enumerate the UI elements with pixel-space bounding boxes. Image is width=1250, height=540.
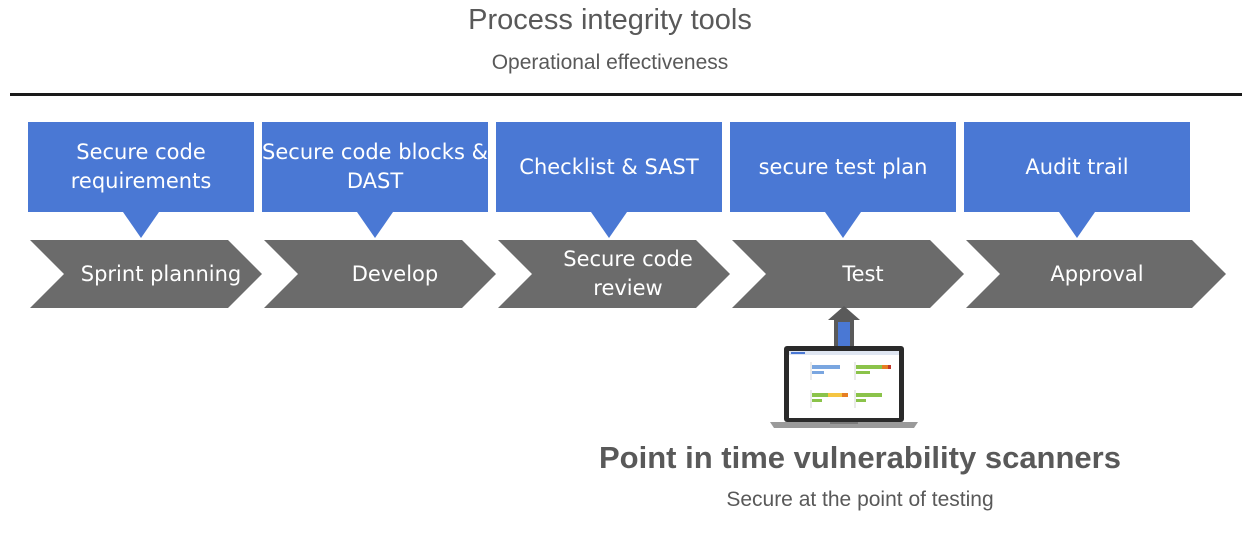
up-arrow-icon (828, 306, 860, 348)
diagram-title: Process integrity tools (468, 4, 752, 36)
diagram-subtitle: Operational effectiveness (491, 51, 729, 74)
chevron-stage-5 (966, 240, 1226, 308)
tool-box-1: Secure code requirements (28, 122, 254, 212)
laptop-icon (770, 346, 918, 428)
tool-box-5: Audit trail (964, 122, 1190, 212)
down-arrow-icon (825, 212, 861, 238)
down-arrow-icon (357, 212, 393, 238)
chevron-stage-4 (732, 240, 964, 308)
stage-label-2: Develop (351, 261, 439, 286)
tool-box-4: secure test plan (730, 122, 956, 212)
scanner-title: Point in time vulnerability scanners (599, 440, 1121, 475)
stage-label-4: Test (842, 261, 884, 286)
header-divider (10, 93, 1242, 96)
down-arrow-icon (123, 212, 159, 238)
scanner-subtitle: Secure at the point of testing (726, 488, 994, 511)
tool-box-3: Checklist & SAST (496, 122, 722, 212)
down-arrow-icon (591, 212, 627, 238)
chevron-stage-1 (30, 240, 262, 308)
tool-box-2: Secure code blocks & DAST (262, 122, 488, 212)
stage-label-1: Sprint planning (80, 261, 242, 286)
chevron-stage-3 (498, 240, 730, 308)
stage-label-5: Approval (1050, 261, 1144, 286)
stage-label-3: Secure code review (563, 247, 693, 300)
down-arrow-icon (1059, 212, 1095, 238)
chevron-stage-2 (264, 240, 496, 308)
